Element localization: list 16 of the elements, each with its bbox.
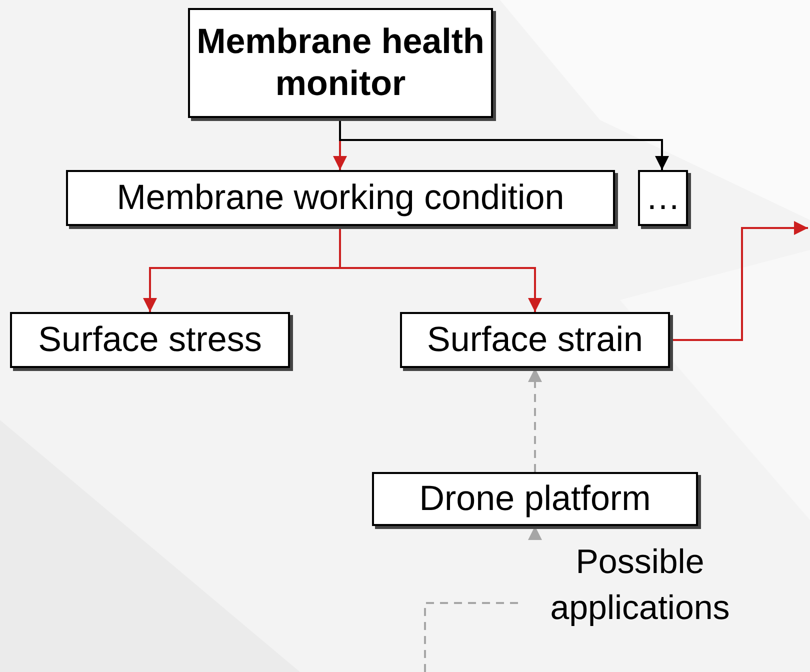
box-label: Membrane working condition: [116, 177, 564, 219]
arrow: [670, 221, 808, 341]
box-label: …: [646, 177, 680, 219]
box-label: Surface strain: [427, 319, 643, 361]
arrow: [339, 118, 669, 170]
process-box: [66, 170, 615, 226]
process-box: [188, 8, 493, 118]
box-label: Membrane health monitor: [196, 21, 486, 105]
process-box: [638, 170, 688, 226]
process-box: [372, 472, 698, 526]
box-label: Surface stress: [38, 319, 262, 361]
process-box: [400, 312, 670, 368]
arrow: [528, 368, 542, 472]
process-box: [10, 312, 290, 368]
arrow: [339, 226, 542, 312]
box-label: Drone platform: [419, 478, 651, 520]
